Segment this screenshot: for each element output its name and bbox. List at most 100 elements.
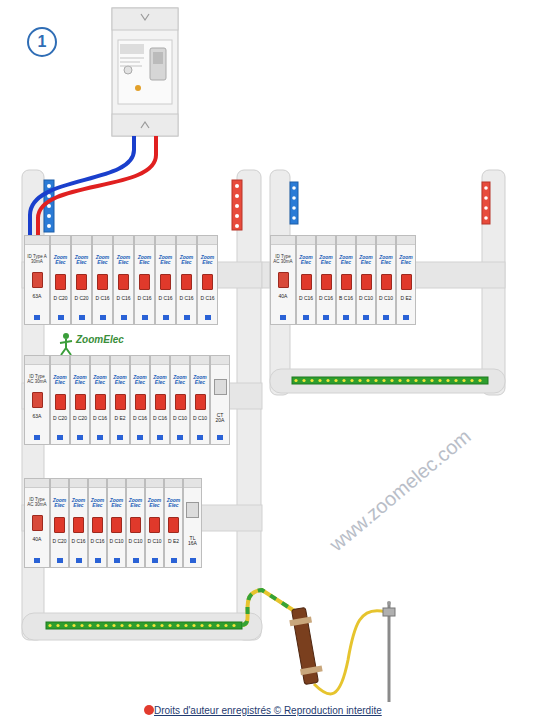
terminal-screw — [197, 435, 203, 440]
brand-name: Zoom Elec — [89, 498, 106, 509]
terminal-screws — [326, 379, 329, 382]
brand-name: Zoom Elec — [146, 498, 163, 509]
toggle-lever — [118, 274, 129, 290]
circuit-breaker: Zoom ElecD C16 — [155, 235, 176, 325]
terminal-screws — [292, 216, 296, 220]
top-strip — [93, 236, 112, 245]
circuit-breaker: Zoom ElecD C10 — [107, 478, 126, 568]
phase-terminal-bar — [232, 180, 242, 230]
toggle-lever — [130, 517, 141, 533]
terminal-screws — [136, 624, 139, 627]
terminal-screw — [97, 435, 103, 440]
top-strip — [271, 236, 295, 245]
terminal-screws — [120, 624, 123, 627]
circuit-breaker: Zoom ElecD E2 — [396, 235, 416, 325]
left-panel-frame — [262, 262, 270, 288]
top-strip — [151, 356, 169, 365]
top-strip — [297, 236, 315, 245]
terminal-screws — [88, 624, 91, 627]
terminal-screws — [398, 379, 401, 382]
main-breaker — [124, 66, 132, 74]
terminal-screws — [446, 379, 449, 382]
breaker-rating: D C16 — [156, 296, 175, 301]
earth-bar — [46, 622, 242, 629]
terminal-screws — [168, 624, 171, 627]
toggle-lever — [55, 394, 66, 410]
terminal-screws — [235, 194, 239, 198]
terminal-screws — [382, 379, 385, 382]
phase-terminal-bar — [232, 180, 490, 230]
terminal-screw — [77, 435, 83, 440]
circuit-breaker: Zoom ElecD C20 — [50, 478, 69, 568]
toggle-lever — [361, 274, 372, 290]
terminal-screw — [177, 435, 183, 440]
toggle-lever — [32, 392, 43, 408]
copyright-notice: Droits d'auteur enregistrés © Reproducti… — [154, 705, 382, 716]
top-strip — [397, 236, 415, 245]
brand-name: Zoom Elec — [71, 375, 89, 386]
brand-name: Zoom Elec — [93, 255, 112, 266]
circuit-breaker: Zoom ElecD C16 — [296, 235, 316, 325]
terminal-screw — [100, 315, 106, 320]
toggle-lever — [73, 517, 84, 533]
brand-name: Zoom Elec — [72, 255, 91, 266]
breaker-rating: 40A — [271, 294, 295, 299]
top-strip — [114, 236, 133, 245]
terminal-screws — [64, 624, 67, 627]
brand-name: Zoom Elec — [70, 498, 87, 509]
neutral-terminal-bar — [290, 182, 298, 224]
toggle-lever — [32, 515, 43, 531]
top-strip — [337, 236, 355, 245]
breaker-rating: D C16 — [317, 296, 335, 301]
breaker-rating: D C16 — [151, 416, 169, 421]
breaker-rating: D C20 — [51, 416, 69, 421]
toggle-lever — [278, 272, 289, 288]
breaker-rating: D C16 — [198, 296, 217, 301]
brand-name: Zoom Elec — [191, 375, 209, 386]
breaker-rating: 63A — [25, 294, 49, 299]
earth-terminal-block — [300, 665, 323, 675]
terminal-screws — [302, 379, 305, 382]
circuit-breaker: Zoom ElecD C20 — [71, 235, 92, 325]
terminal-screws — [292, 196, 296, 200]
brand-name: Zoom Elec — [135, 255, 154, 266]
brand-name: Zoom Elec — [108, 498, 125, 509]
terminal-screws — [224, 624, 227, 627]
breaker-rating: 40A — [25, 537, 49, 542]
terminal-screw — [76, 558, 82, 563]
top-strip — [135, 236, 154, 245]
terminal-screws — [478, 379, 481, 382]
terminal-screw — [34, 435, 40, 440]
terminal-screws — [484, 216, 488, 220]
top-strip — [91, 356, 109, 365]
terminal-screws — [350, 379, 353, 382]
terminal-screw — [323, 315, 329, 320]
device-type: ID Type A 30mA — [25, 255, 49, 264]
toggle-lever — [401, 274, 412, 290]
right-panel-frame — [270, 369, 505, 393]
main-breaker — [150, 48, 166, 80]
supply-wires — [38, 136, 156, 240]
toggle-lever — [32, 272, 43, 288]
top-strip — [171, 356, 189, 365]
top-strip — [89, 479, 106, 488]
breaker-rating: B C16 — [337, 296, 355, 301]
top-strip — [191, 356, 209, 365]
left-panel-frame — [22, 613, 262, 640]
circuit-breaker: Zoom ElecD C16 — [113, 235, 134, 325]
main-breaker — [120, 44, 144, 54]
breaker-rating: D C16 — [89, 539, 106, 544]
differential-switch: ID Type AC 30mA63A — [24, 355, 50, 445]
top-strip — [317, 236, 335, 245]
terminal-screws — [216, 624, 219, 627]
breaker-rating: D C16 — [93, 296, 112, 301]
terminal-screw — [190, 558, 196, 563]
main-breaker — [112, 8, 178, 136]
callout-circle — [28, 28, 56, 56]
device-type: ID Type AC 30mA — [25, 375, 49, 384]
earth-rod — [383, 608, 395, 616]
terminal-screws — [47, 184, 488, 627]
terminal-screw — [79, 315, 85, 320]
terminal-screw — [163, 315, 169, 320]
breaker-rating: D E2 — [397, 296, 415, 301]
